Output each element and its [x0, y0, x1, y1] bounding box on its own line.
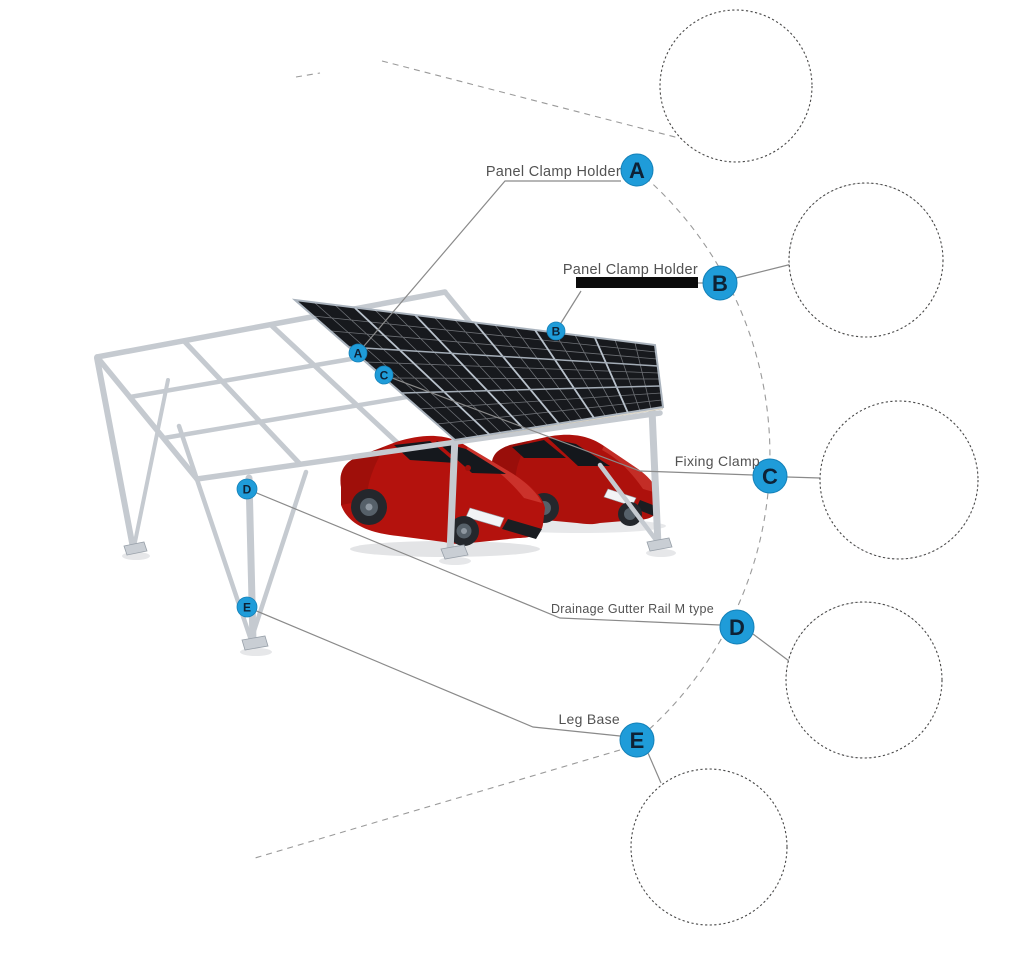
detail-circle-d [785, 601, 943, 759]
back-left-leg [94, 355, 136, 551]
detail-circle-e [630, 768, 788, 926]
callout-circle-a: A [620, 153, 654, 187]
callout-label-d: Drainage Gutter Rail M type [551, 602, 714, 616]
rafters [181, 289, 548, 467]
callout-label-c: Fixing Clamp [675, 453, 760, 469]
middle-leg [446, 433, 459, 556]
marker-letter-d: D [243, 483, 252, 497]
detail-ring [630, 768, 788, 926]
dashed-segment-top-left [295, 72, 321, 78]
connector-e-to-detail [647, 752, 662, 784]
structure-marker-c: C [374, 365, 394, 385]
callout-label-b: Panel Clamp Holder [563, 262, 698, 278]
leg-base-plate [241, 635, 269, 651]
marker-letter-b: B [552, 325, 561, 339]
callout-circles: A B C D E [619, 153, 788, 758]
front-frame [194, 406, 676, 565]
leader-line-d [246, 488, 721, 626]
structure-marker-b: B [546, 321, 566, 341]
label-underline-bar-b [576, 277, 698, 288]
leg-base-plate [440, 544, 469, 560]
connector-b-to-detail [735, 263, 793, 279]
marker-letter-e: E [243, 601, 251, 615]
back-left-brace [132, 378, 170, 549]
callout-letter-b: B [712, 271, 728, 296]
car-side-window [512, 440, 566, 458]
structure-marker-d: D [236, 478, 258, 500]
callout-circle-c: C [752, 458, 788, 494]
leader-lines [246, 180, 821, 784]
callout-letter-c: C [762, 464, 778, 489]
left-edge-beam [94, 354, 200, 482]
front-left-leg [245, 474, 257, 646]
leg-shadow [240, 648, 272, 656]
leg-base-plate [646, 537, 673, 552]
right-leg [648, 406, 662, 549]
callout-label-e: Leg Base [558, 711, 620, 727]
dashed-arc-right [636, 169, 771, 741]
panel-column-frames [354, 307, 629, 436]
callout-circle-d: D [719, 609, 755, 645]
left-legs [94, 355, 309, 656]
detail-ring [788, 182, 944, 338]
callout-letter-a: A [629, 158, 645, 183]
connector-c-to-detail [786, 476, 821, 479]
car-wheels [351, 489, 479, 546]
carport-illustration [94, 289, 676, 656]
panel-row-frames [347, 346, 661, 394]
car-shading [340, 447, 384, 505]
right-brace [597, 462, 659, 543]
car-windshield [548, 438, 610, 466]
callout-letter-e: E [630, 728, 645, 753]
car-headlight [465, 507, 505, 528]
callout-circle-e: E [619, 722, 655, 758]
car-hood-highlight [602, 446, 657, 493]
structure-marker-e: E [236, 596, 258, 618]
marker-letter-a: A [354, 347, 363, 361]
detail-circle-c [819, 400, 979, 560]
callout-letter-d: D [729, 615, 745, 640]
detail-ring [819, 400, 979, 560]
structure-markers: A B C D E [236, 321, 566, 618]
leader-line-a [357, 180, 621, 354]
callout-circle-b: B [702, 265, 738, 301]
car-grille [636, 500, 658, 516]
leader-line-c [383, 374, 754, 476]
detail-ring [785, 601, 943, 759]
front-beam [194, 410, 663, 482]
detail-ring [659, 9, 813, 163]
leg-shadow [646, 549, 676, 557]
car-grille [502, 519, 542, 539]
leg-base-plate [123, 541, 148, 556]
dashed-line-bottom [254, 749, 621, 859]
detail-circle-b [788, 182, 944, 338]
leader-line-e [246, 606, 621, 737]
solar-panel-array [291, 298, 665, 442]
connector-d-to-detail [752, 633, 790, 662]
callout-label-a: Panel Clamp Holder [486, 164, 621, 180]
car-mirror [465, 465, 471, 471]
leg-shadow [439, 557, 471, 565]
structure-marker-a: A [348, 343, 368, 363]
detail-circle-a [659, 9, 813, 163]
marker-letter-c: C [380, 369, 389, 383]
callout-labels: Panel Clamp Holder Panel Clamp Holder Fi… [486, 164, 760, 727]
